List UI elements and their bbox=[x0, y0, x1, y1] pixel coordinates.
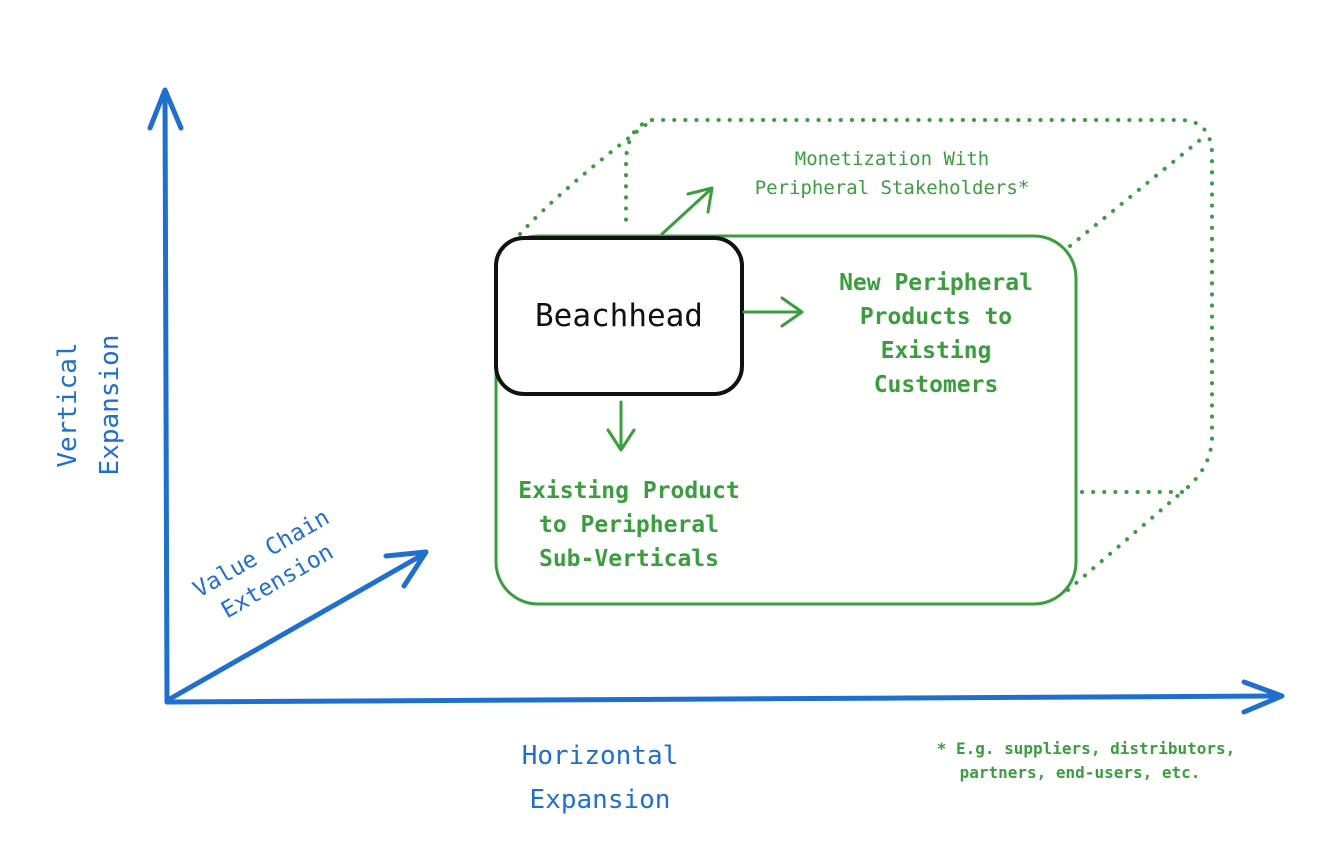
monetization-line-1: Monetization With bbox=[795, 148, 989, 170]
new-products-line-4: Customers bbox=[874, 372, 999, 398]
new-products-line-1: New Peripheral bbox=[839, 270, 1033, 296]
vertical-axis-label: Vertical Expansion bbox=[53, 335, 125, 476]
cube-connector-top-right bbox=[1068, 138, 1202, 248]
cube-back-top-edge bbox=[650, 118, 1214, 494]
cube-connector-top-left bbox=[518, 118, 654, 236]
arrow-to-existing-product bbox=[606, 400, 636, 452]
new-products-line-2: Products to bbox=[860, 304, 1012, 330]
existing-product-label: Existing Product to Peripheral Sub-Verti… bbox=[518, 478, 740, 572]
cube-connector-bottom-right bbox=[1066, 490, 1184, 592]
arrow-to-monetization bbox=[660, 186, 714, 236]
horizontal-axis-label: Horizontal Expansion bbox=[522, 741, 679, 815]
vertical-axis bbox=[147, 87, 184, 705]
cube-back-left-edge bbox=[624, 118, 654, 224]
new-products-line-3: Existing bbox=[881, 338, 992, 364]
dotted-cube-outline bbox=[518, 118, 1214, 592]
new-products-label: New Peripheral Products to Existing Cust… bbox=[839, 270, 1033, 398]
vertical-label-line-2: Expansion bbox=[95, 335, 125, 476]
existing-product-line-3: Sub-Verticals bbox=[539, 546, 719, 572]
vertical-label-line-1: Vertical bbox=[53, 342, 83, 467]
value-chain-axis bbox=[165, 549, 429, 703]
horizontal-label-line-2: Expansion bbox=[530, 785, 671, 815]
footnote-line-2: partners, end-users, etc. bbox=[960, 763, 1201, 782]
horizontal-axis bbox=[164, 679, 1285, 715]
monetization-label: Monetization With Peripheral Stakeholder… bbox=[755, 148, 1030, 199]
existing-product-line-1: Existing Product bbox=[518, 478, 740, 504]
horizontal-label-line-1: Horizontal bbox=[522, 741, 679, 771]
beachhead-box bbox=[494, 236, 744, 396]
beachhead-label: Beachhead bbox=[535, 298, 703, 334]
monetization-line-2: Peripheral Stakeholders* bbox=[755, 177, 1030, 199]
footnote-line-1: * E.g. suppliers, distributors, bbox=[937, 739, 1236, 758]
footnote: * E.g. suppliers, distributors, partners… bbox=[937, 739, 1236, 782]
existing-product-line-2: to Peripheral bbox=[539, 512, 719, 538]
expansion-front-box bbox=[494, 234, 1078, 606]
arrow-to-new-products bbox=[742, 296, 804, 328]
